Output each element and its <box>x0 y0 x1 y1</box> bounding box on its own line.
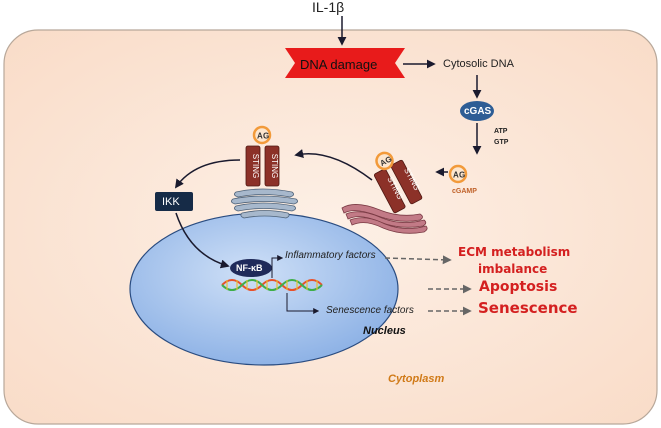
inflammatory-factors-label: Inflammatory factors <box>285 250 376 261</box>
sting-dimer-golgi: STING STING A G <box>245 125 280 187</box>
sting-dimer-er: STING STING A G <box>373 151 423 214</box>
ikk-box <box>155 192 193 211</box>
cytoplasm-label: Cytoplasm <box>388 373 445 385</box>
apoptosis-outcome: Apoptosis <box>479 279 558 295</box>
arrow-sting-to-ikk <box>174 159 241 189</box>
cgamp-molecule: A G <box>448 164 468 184</box>
cgamp-label: cGAMP <box>452 188 477 195</box>
arrow-er-to-golgi <box>294 149 373 181</box>
ecm-outcome-line1: ECM metabolism <box>458 245 571 259</box>
dna-helix <box>221 279 323 291</box>
nucleus-label: Nucleus <box>363 325 406 337</box>
svg-text:A: A <box>378 157 388 168</box>
senescence-outcome: Senescence <box>478 299 578 317</box>
arrow-ikk-to-nfkb <box>175 212 230 269</box>
svg-text:STING: STING <box>251 154 260 178</box>
ikk-label: IKK <box>162 196 180 208</box>
cgas-label: cGAS <box>464 106 492 117</box>
senescence-factors-label: Senescence factors <box>326 305 414 316</box>
svg-text:G: G <box>263 132 269 141</box>
nfkb-label: NF-κB <box>236 263 263 273</box>
svg-text:G: G <box>384 154 394 165</box>
cgas-node <box>460 101 494 121</box>
cytosolic-dna-label: Cytosolic DNA <box>443 58 514 70</box>
dna-damage-label: DNA damage <box>300 57 378 72</box>
svg-text:A: A <box>453 171 459 180</box>
gtp-label: GTP <box>494 139 509 146</box>
golgi-apparatus <box>231 188 298 219</box>
nfkb-node <box>230 259 272 277</box>
arrow-to-senescence-factors <box>286 293 320 314</box>
svg-text:G: G <box>459 171 465 180</box>
svg-text:A: A <box>257 132 263 141</box>
svg-text:STING: STING <box>270 154 279 178</box>
nucleus <box>129 212 399 366</box>
arrow-to-inflammatory-factors <box>271 255 284 278</box>
endoplasmic-reticulum <box>341 204 428 234</box>
ecm-outcome-line2: imbalance <box>478 262 548 276</box>
il1b-label: IL-1β <box>312 0 345 15</box>
dna-damage-banner <box>285 48 405 78</box>
arrow-to-ecm <box>384 255 452 265</box>
atp-label: ATP <box>494 128 508 135</box>
